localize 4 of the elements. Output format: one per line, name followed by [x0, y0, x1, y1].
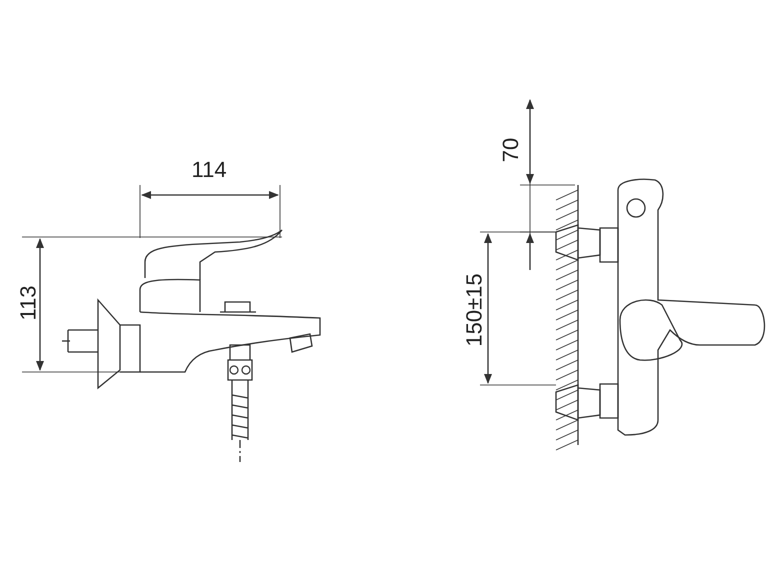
dimension-label: 113 [17, 285, 40, 321]
dimension-label: 114 [192, 159, 227, 181]
dimension-label: 150±15 [463, 273, 486, 347]
dimension-label: 70 [500, 138, 522, 162]
